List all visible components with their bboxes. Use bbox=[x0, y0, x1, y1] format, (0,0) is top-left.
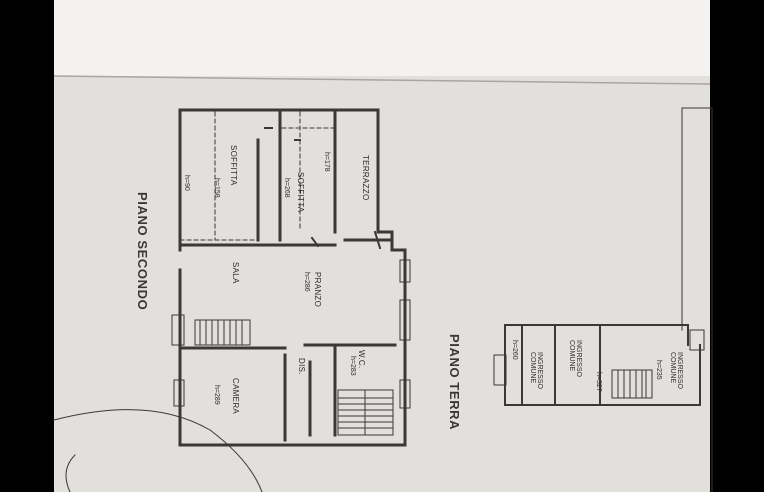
ground-floor-stairs bbox=[611, 369, 653, 399]
ground-floor-entrance bbox=[493, 329, 705, 386]
room-label-ingresso-comune-2: INGRESSO COMUNE bbox=[568, 340, 582, 377]
ground-floor-title: PIANO TERRA bbox=[447, 334, 462, 431]
second-floor-windows bbox=[171, 259, 411, 409]
room-label-soffitta-right: SOFFITTA bbox=[296, 172, 305, 213]
second-floor-stairs-upper bbox=[194, 319, 251, 346]
height-label: h=178 bbox=[323, 152, 330, 172]
height-label: h=286 bbox=[303, 272, 310, 292]
room-label-pranzo: PRANZO bbox=[313, 272, 322, 308]
room-label-camera: CAMERA bbox=[231, 378, 240, 415]
door-marks bbox=[264, 127, 382, 250]
second-floor-title: PIANO SECONDO bbox=[135, 192, 150, 311]
height-label: h=283 bbox=[349, 356, 356, 376]
room-label-dis: DIS. bbox=[297, 358, 306, 375]
room-label-soffitta-left: SOFFITTA bbox=[229, 145, 238, 186]
height-label: h=158 bbox=[213, 178, 220, 198]
paper-top-page bbox=[54, 0, 710, 76]
second-floor-stairs-lower bbox=[337, 389, 394, 436]
page-fold-line bbox=[53, 75, 711, 85]
height-label: h=90 bbox=[183, 175, 190, 191]
pen-scribble bbox=[53, 409, 263, 492]
room-label-wc: W.C. bbox=[357, 350, 366, 369]
height-label: h=235 bbox=[655, 360, 662, 380]
height-label: h=327 bbox=[595, 372, 602, 392]
adjacent-plan-edge bbox=[681, 107, 713, 492]
room-label-ingresso-comune-3: INGRESSO COMUNE bbox=[669, 352, 683, 389]
room-label-terrazzo: TERRAZZO bbox=[361, 155, 370, 201]
height-label: h=268 bbox=[283, 178, 290, 198]
second-floor-walls bbox=[178, 108, 407, 447]
ground-floor-walls bbox=[504, 324, 701, 406]
room-label-sala: SALA bbox=[231, 262, 240, 284]
attic-height-lines bbox=[179, 111, 334, 241]
height-label: h=260 bbox=[511, 340, 518, 360]
room-label-ingresso-comune-1: INGRESSO COMUNE bbox=[529, 352, 543, 389]
height-label: h=289 bbox=[213, 385, 220, 405]
